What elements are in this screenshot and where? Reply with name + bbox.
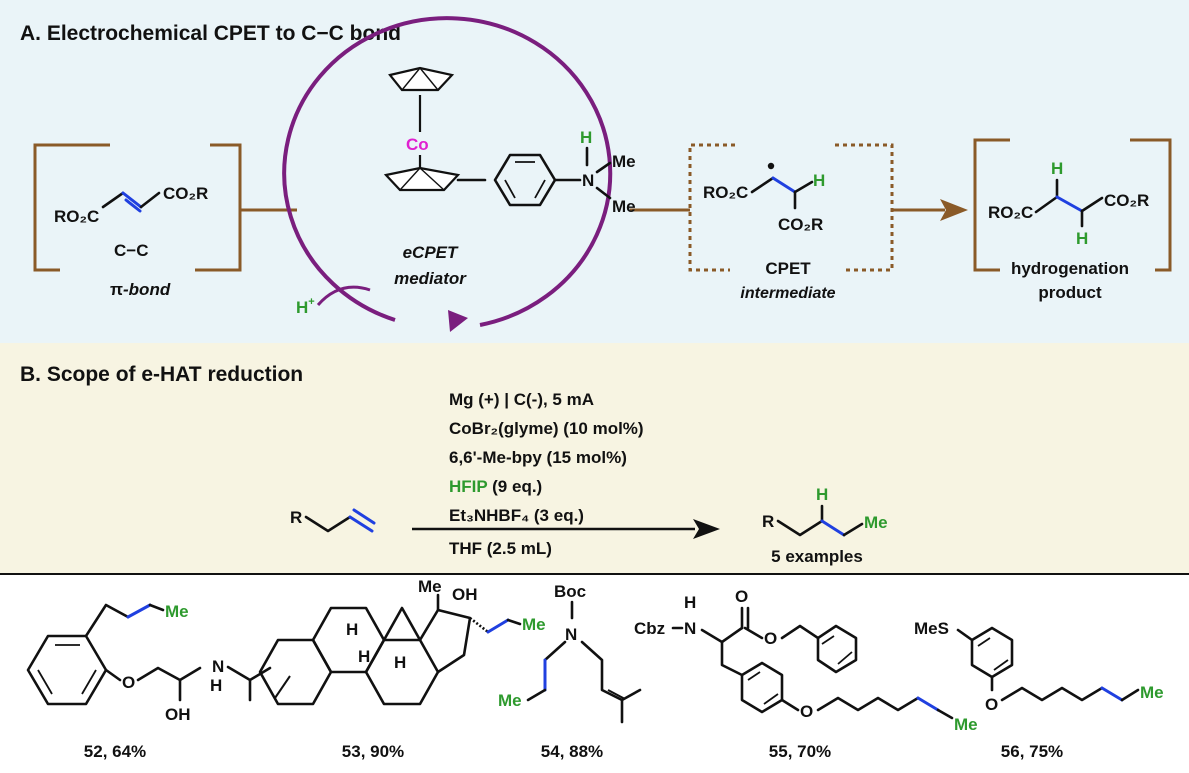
c54-label: 54, 88% [541,742,603,761]
product-r: R [762,512,774,531]
proton-arrow [316,285,371,307]
substrate-bond-label: C−C [114,241,148,260]
hfip-amount: (9 eq.) [487,477,542,496]
proton-label: H+ [296,296,315,317]
product-caption-1: hydrogenation [1011,259,1129,278]
c53-label: 53, 90% [342,742,404,761]
c55-me: Me [954,715,978,734]
methyl-1: Me [612,152,636,171]
c55-o-ether: O [800,702,813,721]
product-caption-2: product [1038,283,1102,302]
product-right-group: CO₂R [1104,191,1149,210]
panel-b-background [0,343,1189,573]
substrate-box: RO₂C CO₂R C−C π-bond [33,143,242,299]
c53-me: Me [522,615,546,634]
hfip-name: HFIP [449,477,487,496]
compound-55: Cbz N H O O O Me 55, 70% [634,587,978,761]
c55-n: N [684,619,696,638]
methyl-2: Me [612,197,636,216]
intermediate-box: RO₂C H CO₂R CPET intermediate [688,143,894,302]
product-h-bottom: H [1076,229,1088,248]
product-box: RO₂C H H CO₂R hydrogenation product [973,138,1172,302]
compound-52: Me O N H OH 52, 64% [26,602,272,761]
c53-oh: OH [452,585,478,604]
panel-b-title: B. Scope of e-HAT reduction [20,363,303,386]
condition-hfip: HFIP (9 eq.) [449,477,542,496]
condition-electrodes: Mg (+) | C(-), 5 mA [449,390,594,409]
mediator-caption-1: eCPET [403,243,459,262]
product-alkane: R H Me 5 examples [762,485,888,566]
intermediate-caption-2: intermediate [740,285,835,302]
pi-symbol: π [110,280,123,299]
c54-n: N [565,625,577,644]
reactant-r: R [290,508,302,527]
c52-label: 52, 64% [84,742,146,761]
panel-a-title: A. Electrochemical CPET to C−C bond [20,22,401,45]
cobalt-label: Co [406,135,429,154]
condition-catalyst: CoBr₂(glyme) (10 mol%) [449,419,644,438]
c55-cbz: Cbz [634,619,665,638]
cp-ring-bottom [383,166,461,192]
examples-label: 5 examples [771,547,863,566]
condition-solvent: THF (2.5 mL) [449,539,552,558]
c56-label: 56, 75% [1001,742,1063,761]
product-h-top: H [1051,159,1063,178]
c55-nh: H [684,593,696,612]
intermediate-bottom-group: CO₂R [778,215,823,234]
compound-53: Me OH Me H H H 53, 90% [258,577,546,761]
c52-n: N [212,657,224,676]
intermediate-left-group: RO₂C [703,183,748,202]
c52-o: O [122,673,135,692]
c56-o: O [985,695,998,714]
compound-56: MeS O Me 56, 75% [914,619,1164,761]
nitrogen-label: N [582,171,594,190]
c55-label: 55, 70% [769,742,831,761]
reaction-arrowhead [693,519,720,539]
c53-h2: H [394,653,406,672]
c53-h3: H [358,647,370,666]
substrate-right-group: CO₂R [163,184,208,203]
panel-a-background [0,0,1189,343]
c52-me: Me [165,602,189,621]
cp-ring-top [388,66,455,92]
substrate-left-group: RO₂C [54,207,99,226]
bond-word: -bond [123,280,171,299]
cycle-arrowhead [448,310,468,332]
compound-54: Boc N Me 54, 88% [498,582,642,761]
mediator-cycle: H+ Co N H Me Me eCPET mediator [282,16,636,332]
c55-o-carbonyl: O [735,587,748,606]
product-left-group: RO₂C [988,203,1033,222]
reactant-alkene: R [290,508,376,533]
c53-h1: H [346,620,358,639]
mediator-caption-2: mediator [394,269,467,288]
intermediate-caption-1: CPET [765,259,811,278]
nh-hydrogen: H [580,128,592,147]
c52-nh: H [210,676,222,695]
product-h: H [816,485,828,504]
c56-me: Me [1140,683,1164,702]
product-me: Me [864,513,888,532]
product-arrowhead [940,199,968,221]
c55-o-ester: O [764,629,777,648]
mediator-circle [282,16,613,327]
c54-me: Me [498,691,522,710]
condition-ligand: 6,6'-Me-bpy (15 mol%) [449,448,627,467]
c56-mes: MeS [914,619,949,638]
radical-dot [767,162,775,170]
condition-electrolyte: Et₃NHBF₄ (3 eq.) [449,506,584,525]
c52-oh: OH [165,705,191,724]
intermediate-h: H [813,171,825,190]
c54-boc: Boc [554,582,586,601]
c53-methyl: Me [418,577,442,596]
pi-bond-caption: π-bond [110,280,171,299]
